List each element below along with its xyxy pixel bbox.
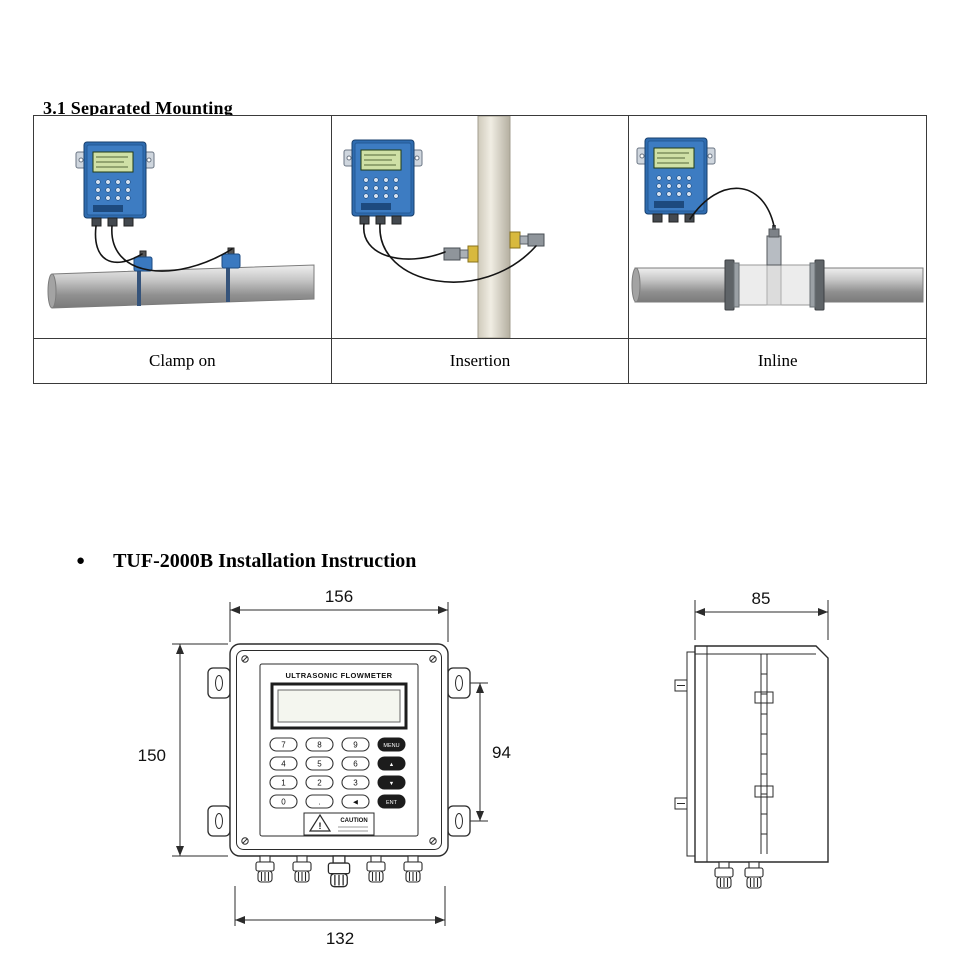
key-8: 8 <box>317 741 322 750</box>
dim-panel-value: 94 <box>492 743 511 762</box>
insertion-cell <box>332 116 630 338</box>
insertion-sensor <box>509 231 545 249</box>
key-up: ▲ <box>389 762 394 768</box>
dim-width-156: 156 <box>229 587 449 642</box>
clamp-strap <box>226 266 230 302</box>
key-5: 5 <box>317 760 322 769</box>
side-mounting-ears <box>674 679 688 810</box>
key-back: ◄ <box>352 798 360 807</box>
clamp-on-cell <box>34 116 332 338</box>
caution-label: ! CAUTION <box>303 812 375 836</box>
wall-bracket <box>686 651 696 857</box>
dim-bottom-132: 132 <box>234 886 446 948</box>
key-dot: . <box>318 798 320 807</box>
pipe-end <box>47 273 57 309</box>
label-row: Clamp on Insertion Inline <box>34 338 926 383</box>
warning-triangle-icon <box>308 813 332 832</box>
section-heading: 3.1 Separated Mounting <box>43 97 233 118</box>
key-0: 0 <box>281 798 286 807</box>
insertion-sensor <box>443 245 479 263</box>
pipe <box>51 264 315 309</box>
inline-illustration <box>631 137 924 311</box>
face-plate <box>259 663 419 837</box>
sensor-cable <box>362 223 446 260</box>
key-2: 2 <box>317 779 322 788</box>
dim-depth-value: 85 <box>752 589 771 608</box>
key-ent: ENT <box>386 800 398 806</box>
insertion-label: Insertion <box>332 339 630 383</box>
sensor-cable <box>689 187 776 227</box>
key-7: 7 <box>281 741 286 750</box>
installation-heading: ● TUF-2000B Installation Instruction <box>76 550 416 573</box>
installation-heading-text: TUF-2000B Installation Instruction <box>113 550 417 572</box>
clamp-strap <box>137 269 141 306</box>
front-view-drawing: ULTRASONIC FLOWMETER 7 8 9 MENU 4 5 6 ▲ … <box>138 587 511 948</box>
sensor-cable <box>94 225 143 264</box>
mounting-methods-table: Clamp on Insertion Inline <box>33 115 927 384</box>
device-title: ULTRASONIC FLOWMETER <box>285 671 392 680</box>
key-menu: MENU <box>383 743 399 749</box>
clamp-on-illustration <box>47 141 315 309</box>
cable-glands <box>255 855 423 888</box>
enclosure-seam <box>754 654 774 854</box>
pipe-end <box>631 267 641 303</box>
latch <box>754 785 774 798</box>
dim-width-value: 156 <box>325 587 353 606</box>
inline-cell <box>629 116 926 338</box>
warning-mark: ! <box>319 821 322 831</box>
enclosure-inner-line <box>236 650 442 850</box>
vertical-pipe <box>477 116 511 338</box>
bullet-icon: ● <box>76 553 86 569</box>
inline-flowmeter-body <box>724 259 825 311</box>
flange <box>814 259 825 311</box>
latch <box>754 691 774 704</box>
keypad: 7 8 9 MENU 4 5 6 ▲ 1 2 3 ▼ 0 . ◄ ENT <box>269 737 406 809</box>
dim-panel-94: 94 <box>470 682 511 822</box>
key-3: 3 <box>353 779 358 788</box>
clamp-sensor <box>221 247 241 269</box>
caution-text: CAUTION <box>340 818 367 824</box>
flange <box>724 259 735 311</box>
side-view-drawing: 85 <box>674 589 829 889</box>
clamp-on-label: Clamp on <box>34 339 332 383</box>
key-9: 9 <box>353 741 358 750</box>
key-down: ▼ <box>389 781 394 787</box>
dim-depth-85: 85 <box>694 589 829 640</box>
key-1: 1 <box>281 779 286 788</box>
dim-height-150: 150 <box>138 643 228 857</box>
side-cable-glands <box>714 861 764 889</box>
dim-height-value: 150 <box>138 746 166 765</box>
inline-label: Inline <box>757 351 798 370</box>
illustration-row <box>34 116 926 338</box>
lcd-screen <box>277 689 401 723</box>
insertion-illustration <box>343 116 545 338</box>
key-4: 4 <box>281 760 286 769</box>
sensor-cable <box>378 223 537 283</box>
transducer-head <box>766 225 782 266</box>
dim-bottom-value: 132 <box>326 929 354 948</box>
sensor-cable <box>111 225 233 272</box>
key-6: 6 <box>353 760 358 769</box>
